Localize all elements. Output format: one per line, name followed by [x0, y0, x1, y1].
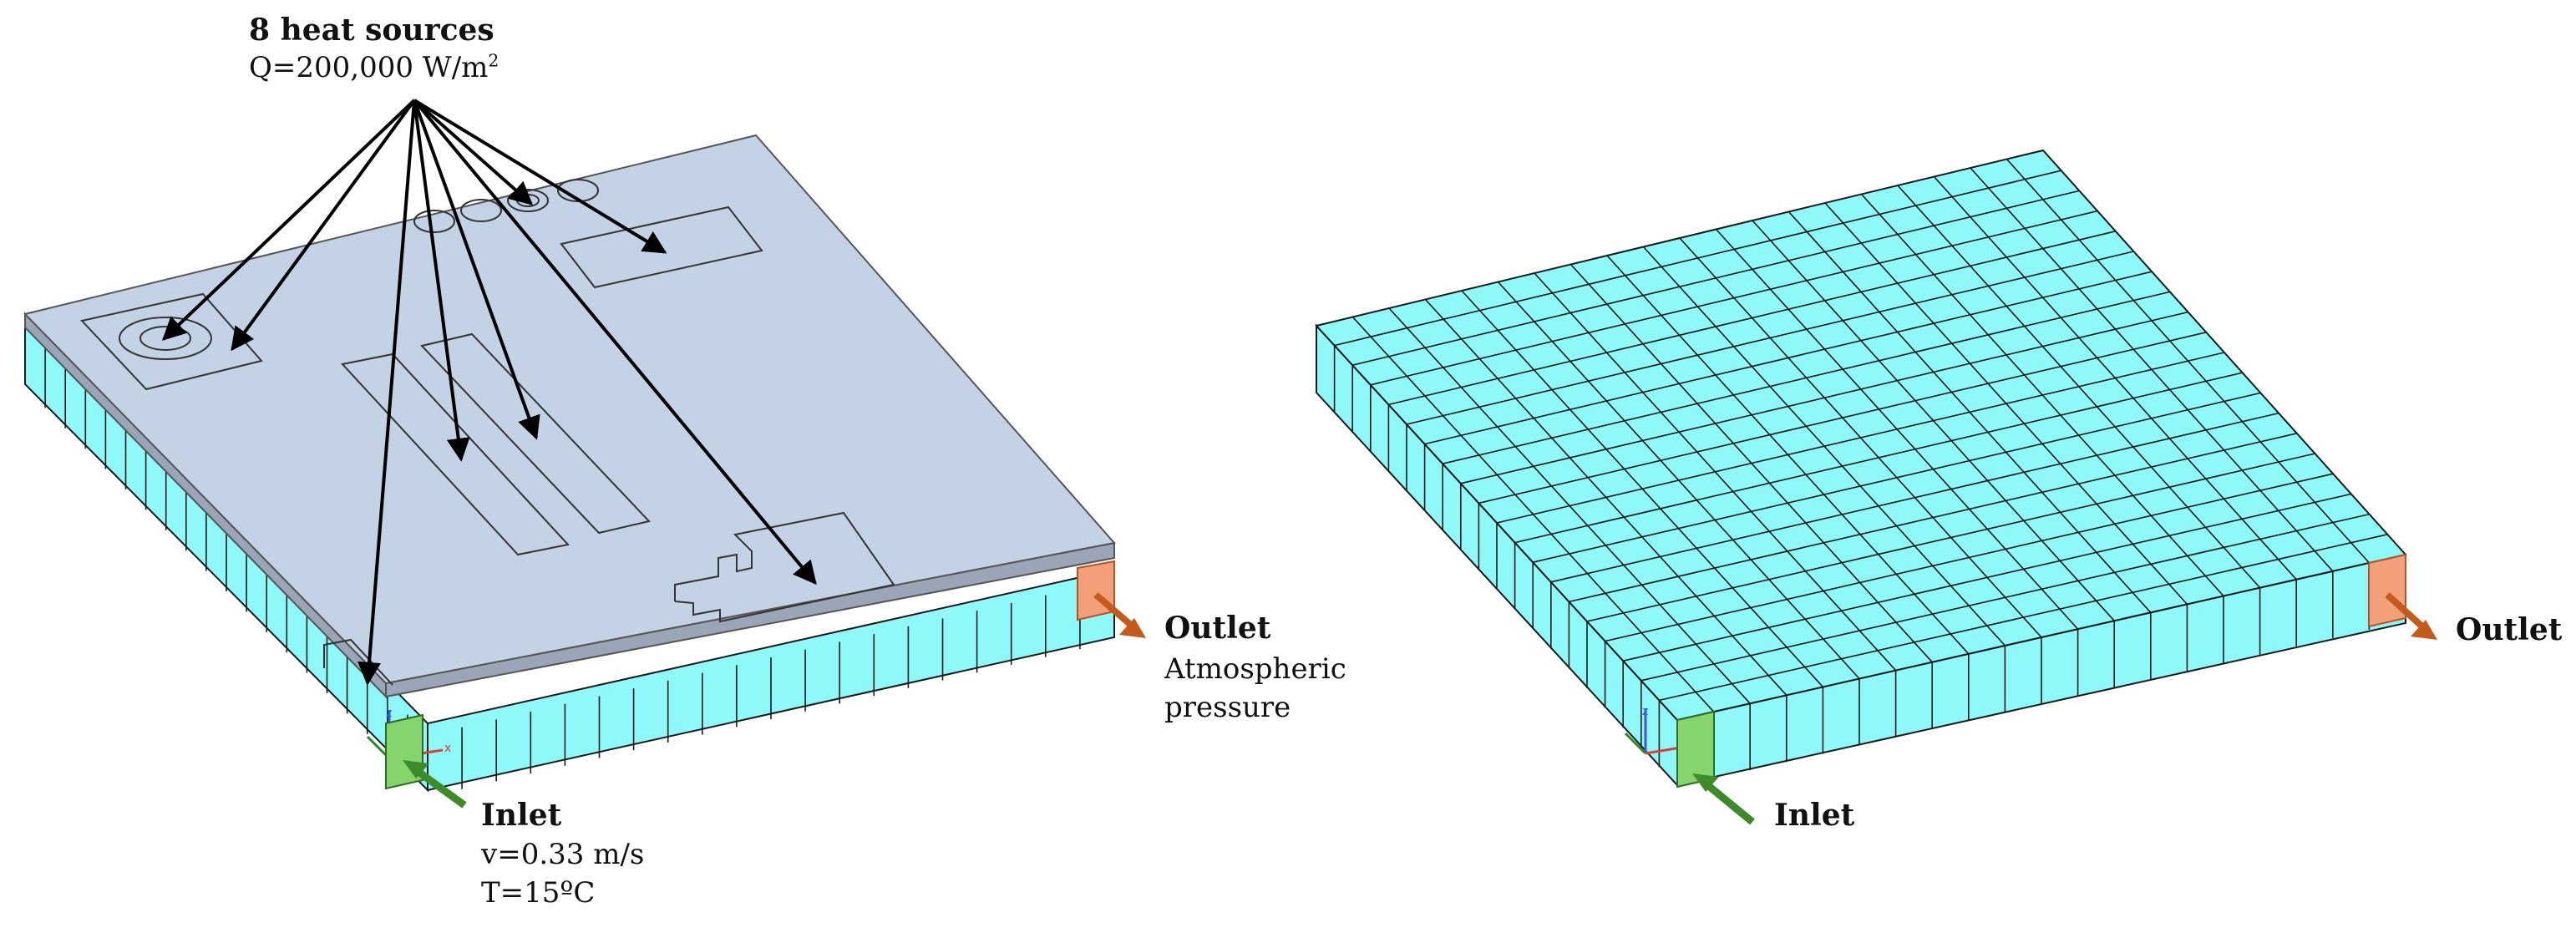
right-outlet-face [2368, 553, 2406, 628]
heat-source-strip-left [341, 352, 570, 556]
svg-text:x: x [444, 742, 451, 755]
left-inlet-line2: T=15ºC [481, 876, 596, 910]
heat-source-leader-arrows [161, 99, 817, 686]
left-inlet-face [385, 713, 423, 790]
heat-source-strip-right [420, 332, 651, 535]
heat-source-rect-top [560, 205, 763, 289]
heat-source-small-1 [413, 210, 455, 233]
right-top-grid-line [1514, 372, 2243, 544]
left-outlet-line1: Atmospheric [1164, 652, 1346, 686]
left-inlet-title: Inlet [481, 798, 562, 833]
right-top-grid-line [1933, 175, 2297, 581]
heat-source-stepped [674, 511, 895, 623]
heat-source-small-2 [460, 199, 502, 222]
left-outlet-title: Outlet [1164, 611, 1271, 646]
right-top-grid-line [1533, 392, 2261, 563]
plate-top-face [23, 134, 1116, 685]
right-top-grid-line [1550, 412, 2279, 583]
right-top-grid-line [1605, 473, 2334, 642]
heat-sources-title: 8 heat sources [249, 13, 494, 48]
right-top-grid-line [1569, 433, 2297, 603]
svg-text:z: z [1642, 705, 1648, 718]
left-inlet-line1: v=0.33 m/s [481, 838, 645, 871]
heat-sources-value-exp: 2 [488, 50, 499, 71]
right-mesh-model: z [1315, 149, 2437, 825]
left-model: z x [23, 99, 1146, 809]
left-inlet-arrow [403, 760, 467, 809]
right-top-grid-line [1970, 167, 2334, 572]
right-top-grid-line [1586, 453, 2315, 622]
heat-sources-value: Q=200,000 W/m2 [249, 52, 499, 84]
right-outlet-title: Outlet [2456, 612, 2563, 647]
right-top-grid-line [1623, 493, 2352, 662]
right-mesh-grid [1333, 158, 2388, 779]
right-inlet-title: Inlet [1774, 798, 1855, 833]
left-outlet-line2: pressure [1164, 691, 1291, 724]
right-top-grid-line [1824, 202, 2188, 605]
svg-text:z: z [386, 707, 392, 720]
right-top-grid-line [1640, 513, 2370, 682]
right-top-grid-line [1787, 210, 2152, 613]
left-outlet-arrow [1093, 591, 1146, 638]
right-top-grid-line [2006, 158, 2370, 564]
right-top-grid-line [1679, 237, 2042, 638]
right-top-grid-line [1897, 185, 2261, 589]
heat-sources-value-text: Q=200,000 W/m [249, 51, 489, 84]
cooling-plate [23, 134, 1116, 699]
right-top-grid-line [1752, 220, 2115, 621]
heat-source-circle-pad [80, 292, 263, 391]
right-top-grid-line [1860, 193, 2224, 597]
right-top-grid-line [1659, 534, 2388, 702]
right-top-grid-line [1715, 228, 2079, 630]
left-right-cell-lines [461, 587, 1081, 789]
right-outlet-arrow [2385, 592, 2437, 640]
right-inlet-arrow [1692, 773, 1755, 825]
left-outlet-face [1077, 560, 1115, 621]
